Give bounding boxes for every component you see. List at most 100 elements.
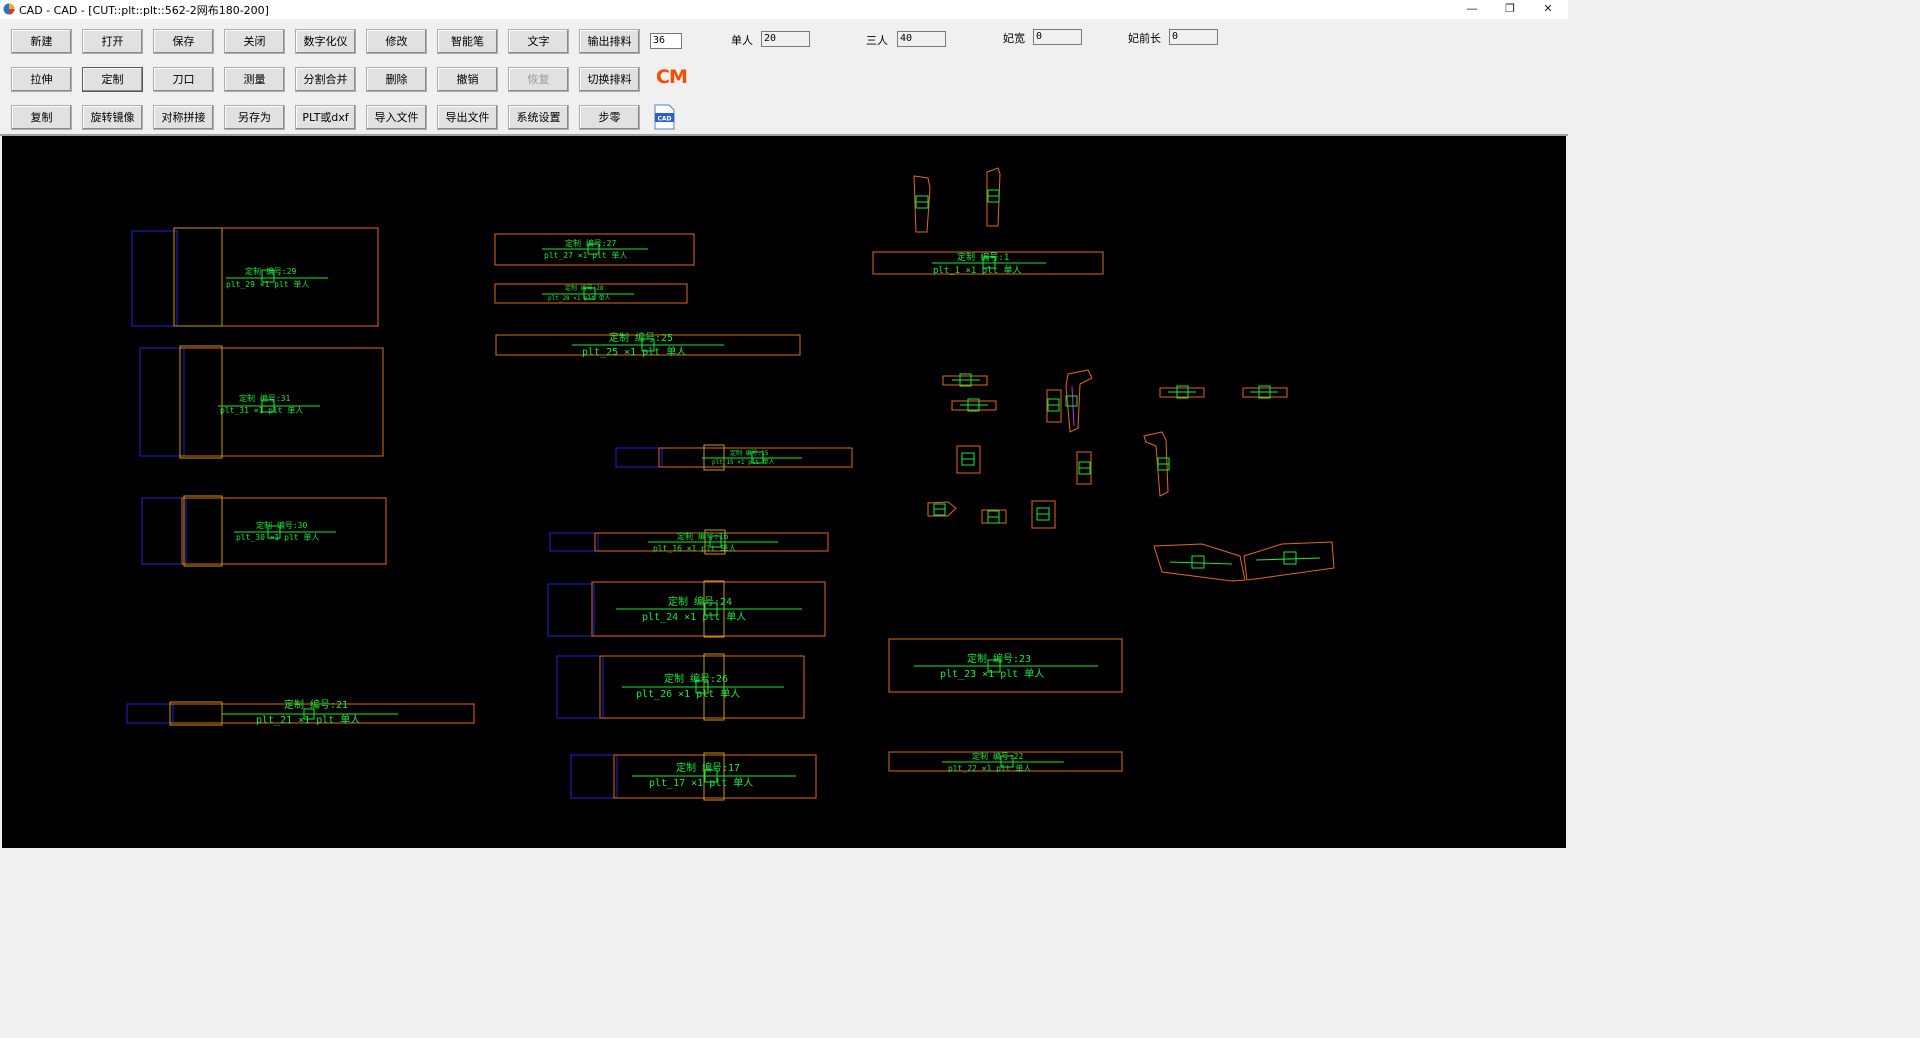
wing-piece-right[interactable] bbox=[1243, 541, 1335, 581]
piece-24-caption: 定制 编号:24 bbox=[668, 595, 732, 608]
custom-button[interactable]: 定制 bbox=[82, 67, 143, 92]
measure-button[interactable]: 测量 bbox=[224, 67, 285, 92]
single-label: 单人 bbox=[731, 34, 753, 47]
piece-31-caption-2: plt_31 ×1 plt 单人 bbox=[220, 405, 303, 415]
strap-piece-left[interactable] bbox=[913, 175, 931, 233]
piece-23-caption-2: plt_23 ×1 plt 单人 bbox=[940, 668, 1044, 680]
pattern-piece-25[interactable] bbox=[495, 334, 801, 356]
switch-marker-button[interactable]: 切换排料 bbox=[579, 67, 640, 92]
split-merge-button[interactable]: 分割合并 bbox=[295, 67, 356, 92]
triple-input[interactable]: 40 bbox=[897, 31, 946, 47]
piece-22-caption: 定制 编号:22 bbox=[972, 751, 1023, 761]
cad-file-icon[interactable]: CAD bbox=[654, 104, 675, 130]
piece-30-caption-2: plt_30 ×1 plt 单人 bbox=[236, 532, 319, 542]
export-file-button[interactable]: 导出文件 bbox=[437, 105, 498, 130]
pattern-piece-21[interactable] bbox=[126, 701, 475, 726]
title-bar: CAD - CAD - [CUT::plt::plt::562-2网布180-2… bbox=[0, 0, 1568, 20]
delete-button[interactable]: 删除 bbox=[366, 67, 427, 92]
smart-pen-button[interactable]: 智能笔 bbox=[437, 29, 498, 54]
front-length-input[interactable]: 0 bbox=[1169, 29, 1218, 45]
pattern-piece-16[interactable] bbox=[549, 529, 829, 555]
pattern-piece-31[interactable] bbox=[139, 345, 384, 459]
width-input[interactable]: 0 bbox=[1033, 29, 1082, 45]
piece-17-caption-2: plt_17 ×1 plt 单人 bbox=[649, 777, 753, 789]
drawing-canvas[interactable]: 定制 编号:29 plt_29 ×1 plt 单人 定制 编号:31 plt_3… bbox=[2, 136, 1566, 848]
app-icon bbox=[3, 3, 15, 15]
small-piece-d[interactable] bbox=[1159, 385, 1205, 399]
copy-button[interactable]: 复制 bbox=[11, 105, 72, 130]
stretch-button[interactable]: 拉伸 bbox=[11, 67, 72, 92]
count-input[interactable]: 36 bbox=[650, 33, 682, 49]
tag-piece[interactable] bbox=[927, 501, 957, 517]
pattern-piece-28[interactable] bbox=[494, 283, 688, 304]
cad-icon-label: CAD bbox=[657, 116, 671, 123]
pattern-piece-29[interactable] bbox=[131, 227, 379, 327]
front-length-label: 妃前长 bbox=[1128, 32, 1161, 45]
new-button[interactable]: 新建 bbox=[11, 29, 72, 54]
square-piece-a[interactable] bbox=[956, 445, 981, 474]
open-button[interactable]: 打开 bbox=[82, 29, 143, 54]
hook-piece-top[interactable] bbox=[1065, 369, 1093, 433]
small-piece-f[interactable] bbox=[1076, 451, 1092, 485]
piece-24-caption-2: plt_24 ×1 plt 单人 bbox=[642, 611, 746, 623]
import-file-button[interactable]: 导入文件 bbox=[366, 105, 427, 130]
step-zero-button[interactable]: 步零 bbox=[579, 105, 640, 130]
save-as-button[interactable]: 另存为 bbox=[224, 105, 285, 130]
piece-15-caption: 定制 编号:15 bbox=[730, 449, 769, 457]
pattern-piece-22[interactable] bbox=[888, 751, 1123, 772]
digitizer-button[interactable]: 数字化仪 bbox=[295, 29, 356, 54]
small-piece-e[interactable] bbox=[1242, 385, 1288, 399]
plt-dxf-button[interactable]: PLT或dxf bbox=[295, 105, 356, 130]
hook-piece-bottom[interactable] bbox=[1143, 431, 1170, 497]
pattern-piece-23[interactable] bbox=[888, 638, 1123, 693]
piece-16-caption-2: plt_16 ×1 plt 单人 bbox=[653, 543, 736, 553]
piece-21-caption-2: plt_21 ×1 plt 单人 bbox=[256, 714, 360, 726]
window-title: CAD - CAD - [CUT::plt::plt::562-2网布180-2… bbox=[19, 4, 269, 17]
small-piece-b[interactable] bbox=[951, 398, 997, 412]
close-button[interactable]: ✕ bbox=[1543, 2, 1553, 15]
piece-31-caption: 定制 编号:31 bbox=[239, 393, 290, 403]
small-piece-a[interactable] bbox=[942, 373, 988, 387]
piece-28-caption-2: plt_28 ×1 plt 单人 bbox=[548, 294, 611, 302]
pattern-piece-1[interactable] bbox=[872, 251, 1104, 275]
single-input[interactable]: 20 bbox=[761, 31, 810, 47]
square-piece-b[interactable] bbox=[1031, 500, 1056, 529]
piece-23-caption: 定制 编号:23 bbox=[967, 652, 1031, 665]
pattern-piece-26[interactable] bbox=[556, 653, 805, 721]
symmetric-join-button[interactable]: 对称拼接 bbox=[153, 105, 214, 130]
cm-logo: CM bbox=[656, 66, 688, 88]
pattern-piece-27[interactable] bbox=[494, 233, 695, 266]
undo-button[interactable]: 撤销 bbox=[437, 67, 498, 92]
pattern-piece-17[interactable] bbox=[570, 752, 817, 801]
small-piece-c[interactable] bbox=[1046, 389, 1062, 423]
text-button[interactable]: 文字 bbox=[508, 29, 569, 54]
notch-button[interactable]: 刀口 bbox=[153, 67, 214, 92]
piece-25-caption: 定制 编号:25 bbox=[609, 331, 673, 344]
save-button[interactable]: 保存 bbox=[153, 29, 214, 54]
small-piece-g[interactable] bbox=[981, 509, 1007, 524]
piece-26-caption-2: plt_26 ×1 plt 单人 bbox=[636, 688, 740, 700]
width-label: 妃宽 bbox=[1003, 32, 1025, 45]
restore-button[interactable]: ❐ bbox=[1505, 2, 1515, 15]
pattern-piece-24[interactable] bbox=[547, 580, 826, 638]
piece-1-caption-2: plt_1 ×1 plt 单人 bbox=[933, 264, 1021, 276]
rotate-mirror-button[interactable]: 旋转镜像 bbox=[82, 105, 143, 130]
piece-16-caption: 定制 编号:16 bbox=[677, 531, 728, 541]
piece-15-caption-2: plt_15 ×1 plt 单人 bbox=[712, 458, 775, 466]
modify-button[interactable]: 修改 bbox=[366, 29, 427, 54]
piece-21-caption: 定制 编号:21 bbox=[284, 698, 348, 711]
piece-29-caption-2: plt_29 ×1 plt 单人 bbox=[226, 279, 309, 289]
piece-26-caption: 定制 编号:26 bbox=[664, 672, 728, 685]
strap-piece-right[interactable] bbox=[986, 167, 1001, 227]
piece-30-caption: 定制 编号:30 bbox=[256, 520, 307, 530]
output-marker-button[interactable]: 输出排料 bbox=[579, 29, 640, 54]
piece-17-caption: 定制 编号:17 bbox=[676, 761, 740, 774]
pattern-piece-30[interactable] bbox=[141, 495, 387, 567]
redo-button[interactable]: 恢复 bbox=[508, 67, 569, 92]
system-settings-button[interactable]: 系统设置 bbox=[508, 105, 569, 130]
piece-28-caption: 定制 编号:28 bbox=[565, 284, 604, 292]
wing-piece-left[interactable] bbox=[1153, 543, 1246, 582]
pattern-piece-15[interactable] bbox=[615, 444, 853, 471]
close-file-button[interactable]: 关闭 bbox=[224, 29, 285, 54]
minimize-button[interactable]: — bbox=[1466, 2, 1478, 15]
